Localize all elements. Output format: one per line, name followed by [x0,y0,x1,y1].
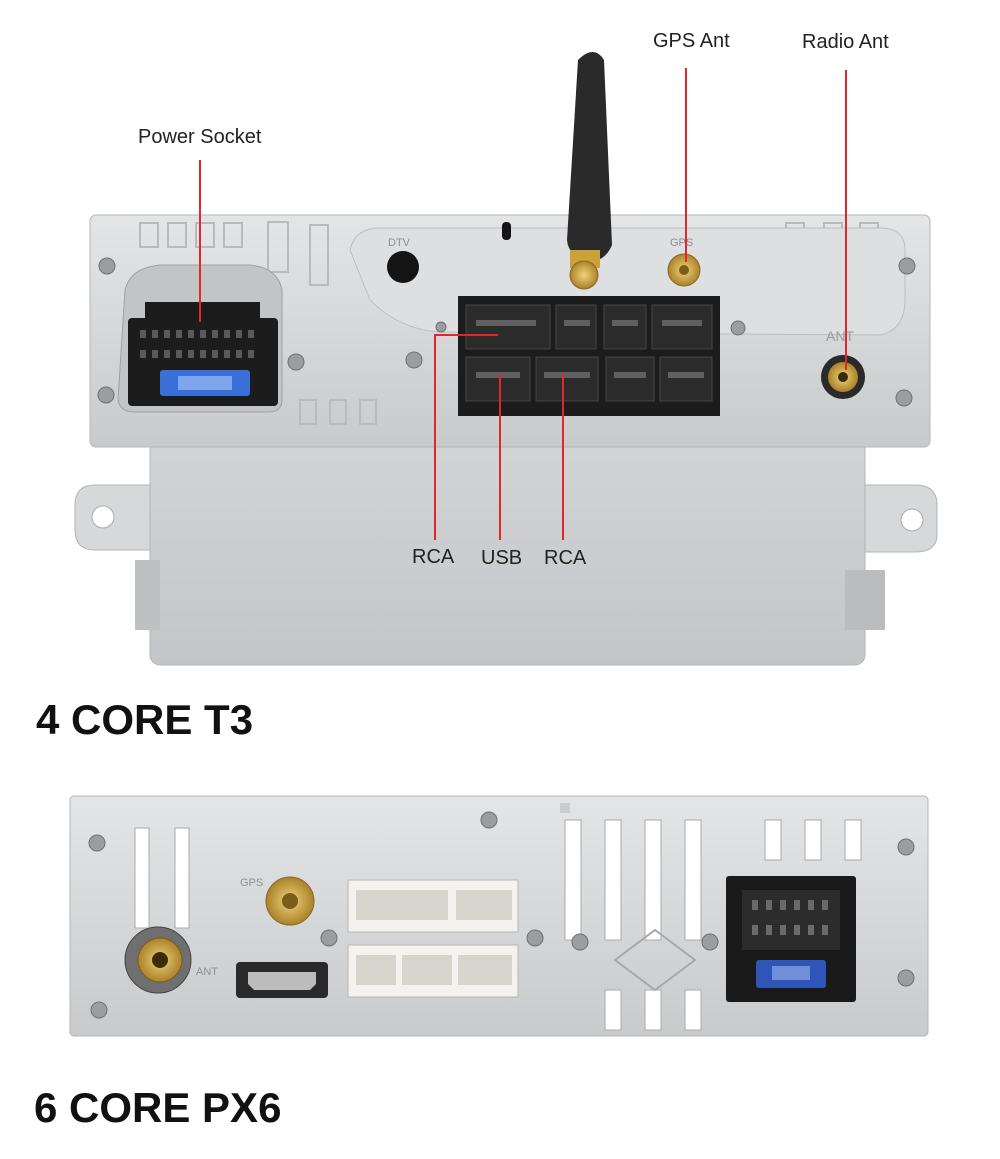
bottom-unit-title: 6 CORE PX6 [34,1084,282,1131]
callout-usb: USB [481,547,523,569]
callout-radio-ant: Radio Ant [802,31,889,53]
callout-rca-left: RCA [412,546,455,568]
top-unit: DTV GPS ANT [74,52,938,666]
bottom-unit: ANT GPS [69,795,929,1037]
dtv-marking: DTV [388,237,411,249]
wifi-antenna [567,52,612,262]
gps-marking: GPS [670,237,693,249]
dtv-port [387,251,419,283]
ant-marking: ANT [826,328,854,344]
callout-rca-right: RCA [544,547,587,569]
callout-lines [199,68,847,540]
bottom-gps-marking: GPS [240,877,263,889]
top-unit-title: 4 CORE T3 [36,696,254,743]
bottom-ant-marking: ANT [196,966,218,978]
callout-gps-ant: GPS Ant [653,30,730,52]
screws [97,257,916,407]
callout-power-socket: Power Socket [138,126,262,148]
